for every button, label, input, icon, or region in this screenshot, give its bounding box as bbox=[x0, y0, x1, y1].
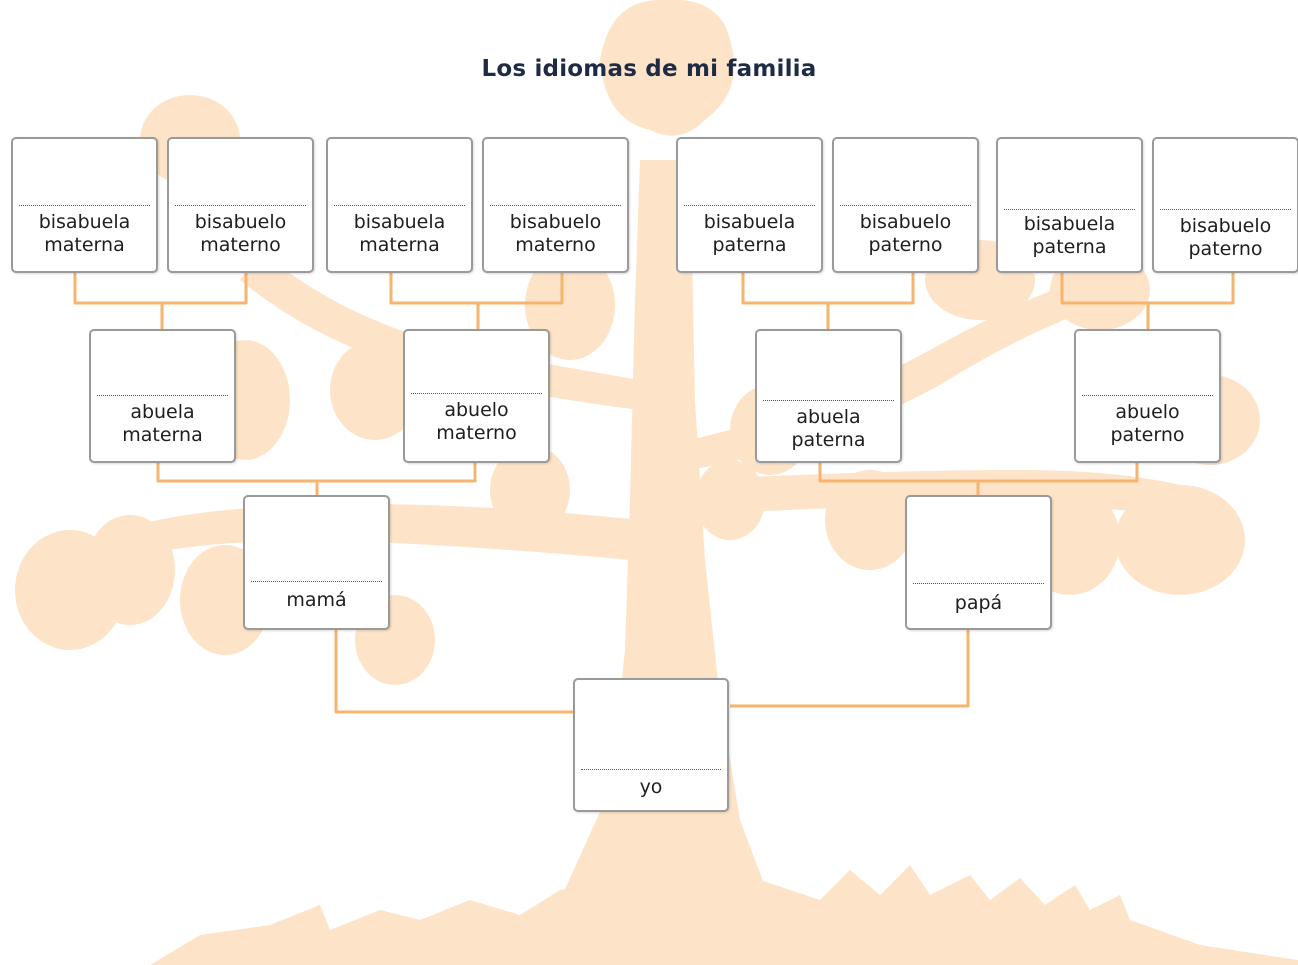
top-leaf bbox=[600, 0, 735, 136]
box-label: bisabuela materna bbox=[353, 211, 446, 256]
box-label: bisabuela paterna bbox=[703, 211, 796, 256]
leaf bbox=[490, 445, 570, 535]
write-in-line bbox=[1082, 395, 1213, 396]
leaf bbox=[825, 470, 915, 570]
grass bbox=[150, 865, 1298, 965]
leaf bbox=[1115, 485, 1245, 595]
ancestor-box-great-grandfather-paternal-2[interactable]: bisabuelo paterno bbox=[1152, 137, 1298, 273]
write-in-line bbox=[913, 583, 1044, 584]
write-in-line bbox=[1004, 209, 1135, 210]
box-label: yo bbox=[639, 776, 663, 798]
self-box-yo[interactable]: yo bbox=[573, 678, 729, 812]
box-label: abuelo paterno bbox=[1110, 401, 1185, 446]
ancestor-box-great-grandfather-maternal-1[interactable]: bisabuelo materno bbox=[167, 137, 314, 273]
ancestor-box-great-grandmother-maternal-2[interactable]: bisabuela materna bbox=[326, 137, 473, 273]
ancestor-box-grandmother-paternal[interactable]: abuela paterna bbox=[755, 329, 902, 463]
box-label: abuelo materno bbox=[436, 399, 517, 444]
box-label: abuela paterna bbox=[791, 406, 866, 451]
write-in-line bbox=[334, 205, 465, 206]
ancestor-box-great-grandmother-paternal-1[interactable]: bisabuela paterna bbox=[676, 137, 823, 273]
write-in-line bbox=[411, 393, 542, 394]
write-in-line bbox=[97, 395, 228, 396]
box-label: bisabuela materna bbox=[38, 211, 131, 256]
write-in-line bbox=[581, 769, 721, 770]
box-label: bisabuelo materno bbox=[194, 211, 287, 256]
write-in-line bbox=[251, 581, 382, 582]
ancestor-box-great-grandfather-paternal-1[interactable]: bisabuelo paterno bbox=[832, 137, 979, 273]
write-in-line bbox=[840, 205, 971, 206]
ancestor-box-great-grandmother-maternal-1[interactable]: bisabuela materna bbox=[11, 137, 158, 273]
leaf bbox=[330, 340, 420, 440]
box-label: papá bbox=[954, 592, 1003, 614]
ancestor-box-grandfather-paternal[interactable]: abuelo paterno bbox=[1074, 329, 1221, 463]
leaf bbox=[85, 515, 175, 625]
write-in-line bbox=[684, 205, 815, 206]
write-in-line bbox=[19, 205, 150, 206]
box-label: abuela materna bbox=[122, 401, 203, 446]
box-label: mamá bbox=[286, 589, 347, 611]
parent-box-papa[interactable]: papá bbox=[905, 495, 1052, 630]
box-label: bisabuelo materno bbox=[509, 211, 602, 256]
box-label: bisabuela paterna bbox=[1023, 213, 1116, 258]
page-title: Los idiomas de mi familia bbox=[481, 56, 817, 82]
ancestor-box-grandfather-maternal[interactable]: abuelo materno bbox=[403, 329, 550, 463]
write-in-line bbox=[1160, 209, 1291, 210]
ancestor-box-great-grandfather-maternal-2[interactable]: bisabuelo materno bbox=[482, 137, 629, 273]
ancestor-box-grandmother-maternal[interactable]: abuela materna bbox=[89, 329, 236, 463]
ancestor-box-great-grandmother-paternal-2[interactable]: bisabuela paterna bbox=[996, 137, 1143, 273]
box-label: bisabuelo paterno bbox=[1179, 215, 1272, 260]
parent-box-mama[interactable]: mamá bbox=[243, 495, 390, 630]
write-in-line bbox=[763, 400, 894, 401]
write-in-line bbox=[175, 205, 306, 206]
write-in-line bbox=[490, 205, 621, 206]
box-label: bisabuelo paterno bbox=[859, 211, 952, 256]
leaf bbox=[695, 460, 765, 540]
